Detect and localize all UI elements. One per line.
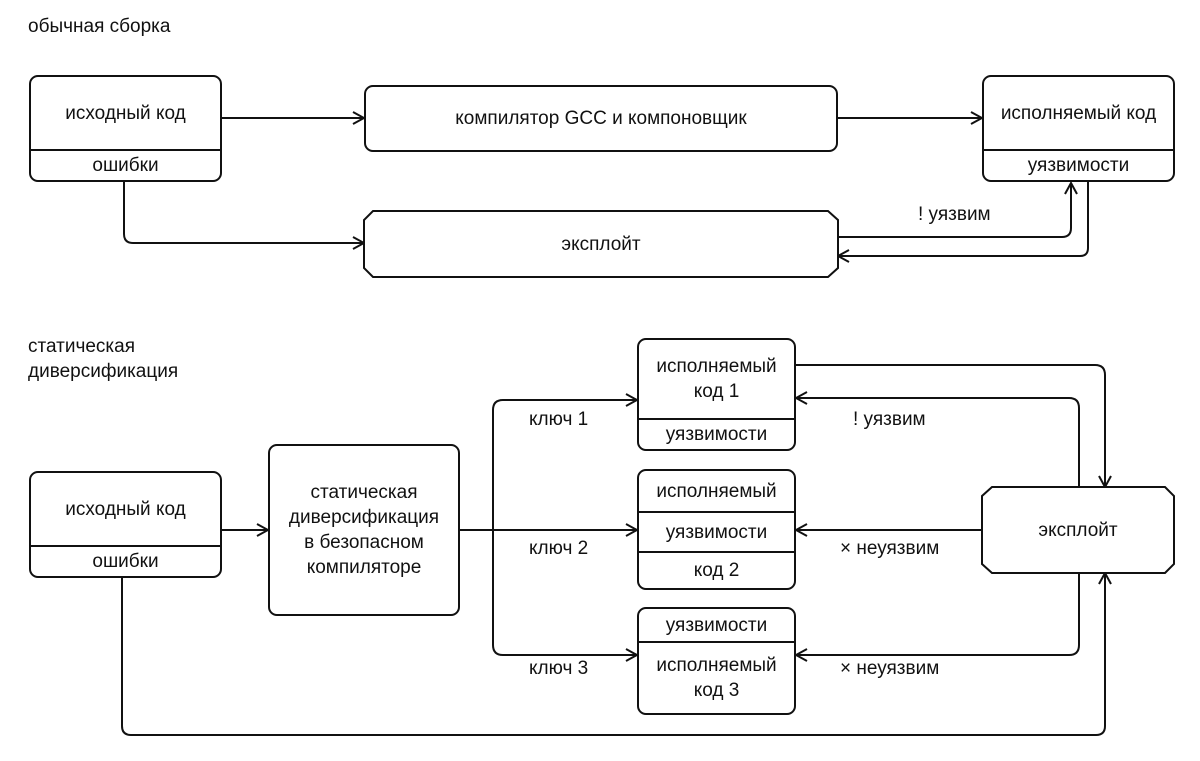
gcc-compiler-box: компилятор GCC и компоновщик [364, 85, 838, 152]
arrow-exploit-to-exe3 [796, 573, 1080, 655]
executable-title: исполняемый код [1000, 102, 1157, 124]
executable-2-box: исполняемый уязвимости код 2 [637, 469, 796, 590]
arrow-exploit-to-exe1 [796, 398, 1080, 487]
source-code-errors: ошибки [92, 155, 159, 176]
vulnerable-label-top: ! уязвим [918, 204, 991, 225]
source-code-title-2: исходный код [65, 498, 186, 520]
line-branch-vertical [492, 399, 504, 530]
executable-2-suffix: код 2 [693, 560, 740, 581]
source-code-box: исходный код ошибки [29, 75, 222, 182]
arrow-branch-to-exe3 [492, 530, 637, 655]
secure-compiler-box: статическая диверсификация в безопасном … [268, 444, 460, 616]
result-1-vulnerable: ! уязвим [853, 409, 926, 430]
executable-vulnerabilities: уязвимости [1027, 155, 1130, 176]
executable-box: исполняемый код уязвимости [982, 75, 1175, 182]
result-3-not-vulnerable: × неуязвим [840, 658, 940, 679]
executable-3-vulnerabilities: уязвимости [665, 614, 768, 636]
exploit-box-bottom [981, 486, 1175, 574]
executable-3-title: исполняемый код 3 [656, 655, 777, 701]
exploit-box-top [363, 210, 839, 278]
source-code-box-2: исходный код ошибки [29, 471, 222, 578]
source-code-errors-2: ошибки [92, 551, 159, 572]
executable-2-title: исполняемый [656, 480, 777, 502]
section-title-static-diversification: статическая диверсификация [28, 336, 179, 382]
executable-3-box: уязвимости исполняемый код 3 [637, 607, 796, 715]
executable-2-vulnerabilities: уязвимости [665, 521, 768, 543]
executable-1-box: исполняемый код 1 уязвимости [637, 338, 796, 451]
arrow-exe1-to-exploit [796, 364, 1105, 487]
arrow-source-to-exploit-2 [121, 573, 1105, 736]
key-1-label: ключ 1 [529, 409, 589, 430]
result-2-not-vulnerable: × неуязвим [840, 538, 940, 559]
exploit-label-top: эксплойт [561, 233, 641, 255]
key-2-label: ключ 2 [529, 538, 589, 559]
section-title-standard-build: обычная сборка [28, 16, 171, 37]
exploit-label-bottom: эксплойт [1038, 519, 1118, 541]
arrow-source-to-exploit [123, 182, 364, 243]
executable-1-title: исполняемый код 1 [656, 356, 777, 402]
arrow-exploit-to-executable [838, 183, 1071, 238]
arrow-executable-to-exploit [838, 182, 1089, 256]
source-code-title: исходный код [65, 102, 186, 124]
executable-1-vulnerabilities: уязвимости [665, 424, 768, 445]
key-3-label: ключ 3 [529, 658, 589, 679]
